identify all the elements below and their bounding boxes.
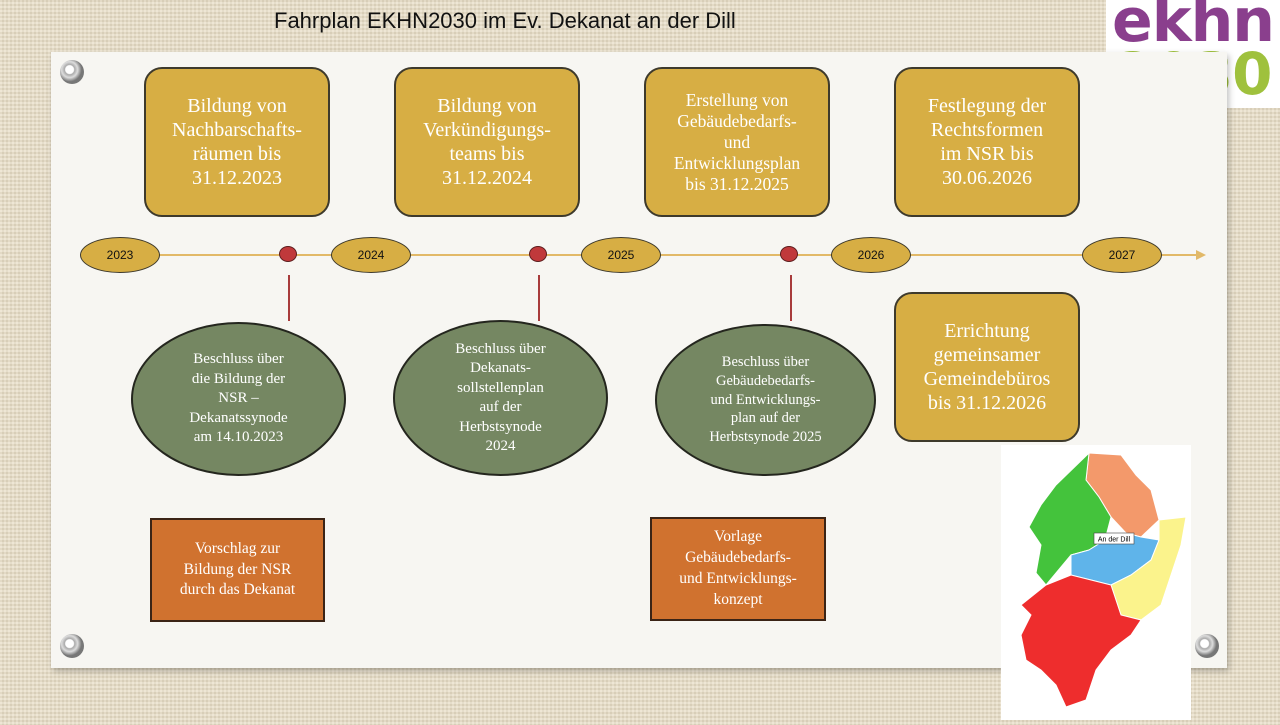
milestone-box: Erstellung von Gebäudebedarfs- und Entwi… — [644, 67, 830, 217]
proposal-box: Vorschlag zur Bildung der NSR durch das … — [150, 518, 325, 622]
map-label: An der Dill — [1098, 537, 1131, 544]
year-marker: 2025 — [581, 237, 661, 273]
logo-text-ekhn: ekhn — [1112, 0, 1275, 56]
timeline-connector — [538, 275, 540, 321]
decision-oval: Beschluss über Dekanats- sollstellenplan… — [393, 320, 608, 476]
year-marker: 2023 — [80, 237, 160, 273]
timeline-dot — [780, 246, 798, 262]
proposal-box: Vorlage Gebäudebedarfs- und Entwicklungs… — [650, 517, 826, 621]
timeline-dot — [529, 246, 547, 262]
decision-oval: Beschluss über Gebäudebedarfs- und Entwi… — [655, 324, 876, 476]
year-marker: 2027 — [1082, 237, 1162, 273]
pin-icon — [60, 634, 84, 658]
decision-oval: Beschluss über die Bildung der NSR – Dek… — [131, 322, 346, 476]
dekanat-map: An der Dill — [1001, 445, 1191, 720]
year-marker: 2026 — [831, 237, 911, 273]
milestone-box: Bildung von Nachbarschafts- räumen bis 3… — [144, 67, 330, 217]
milestone-box: Errichtung gemeinsamer Gemeindebüros bis… — [894, 292, 1080, 442]
pin-icon — [60, 60, 84, 84]
timeline-arrow-icon — [1196, 250, 1206, 260]
timeline-axis — [118, 254, 1204, 256]
timeline-dot — [279, 246, 297, 262]
region-map-graphic: An der Dill — [1020, 451, 1187, 708]
pin-icon — [1195, 634, 1219, 658]
timeline-connector — [288, 275, 290, 321]
milestone-box: Festlegung der Rechtsformen im NSR bis 3… — [894, 67, 1080, 217]
page-title: Fahrplan EKHN2030 im Ev. Dekanat an der … — [274, 8, 736, 33]
timeline-connector — [790, 275, 792, 321]
year-marker: 2024 — [331, 237, 411, 273]
map-region-south — [1020, 574, 1142, 708]
milestone-box: Bildung von Verkündigungs- teams bis 31.… — [394, 67, 580, 217]
map-label-box — [1093, 532, 1135, 545]
